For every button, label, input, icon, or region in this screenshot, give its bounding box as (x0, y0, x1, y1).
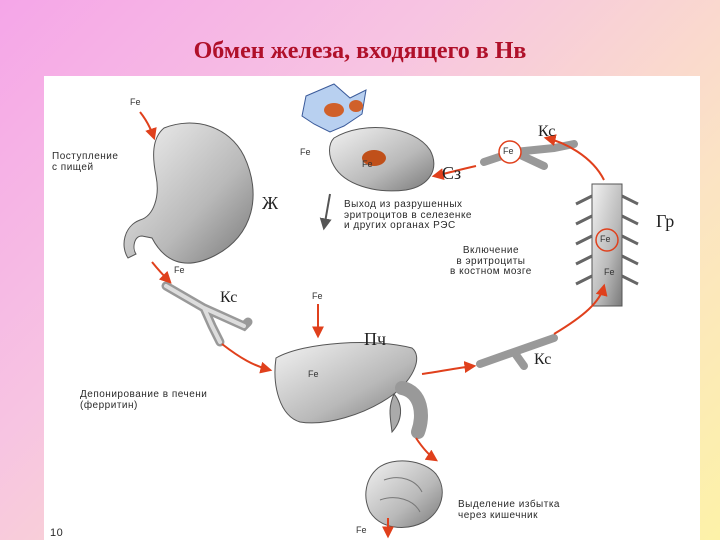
fe-label-spleen: Fe (362, 159, 373, 169)
spleen-label: Сз (442, 163, 462, 183)
fe-label-bone-2: Fe (604, 267, 615, 277)
liver-label: Пч (364, 329, 387, 349)
vessel-top (480, 140, 578, 170)
arrow-duct-intestine (415, 437, 438, 462)
iron-cycle-artwork (123, 83, 639, 539)
bone-shape (591, 183, 623, 307)
slide-title: Обмен железа, входящего в Нв (193, 38, 527, 64)
intestine-shape (365, 460, 443, 528)
intestine-tube (395, 381, 428, 439)
arrow-top-spleen (431, 165, 477, 180)
arrow-vessel-liver (221, 343, 273, 374)
diagram-panel: Fe Fe Fe Fe Fe Fe Fe Fe Fe Fe Кс Кс Кс Ж… (44, 76, 700, 540)
fe-label-liver-in: Fe (312, 291, 323, 301)
stomach-shape (123, 122, 254, 264)
corner-number: 10 (50, 527, 64, 539)
arrow-stomach-vessel (151, 261, 172, 284)
fe-label-bone: Fe (600, 234, 611, 244)
vessel-right (476, 334, 558, 370)
ks-label-top: Кс (538, 123, 556, 140)
fe-label-liver: Fe (308, 369, 319, 379)
fe-label-stomach-exit: Fe (174, 265, 185, 275)
fe-label-res: Fe (300, 147, 311, 157)
arrow-bone-top (543, 134, 605, 181)
release-text: Выход из разрушенных эритроцитов в селез… (344, 199, 472, 231)
bone-label: Гр (656, 211, 675, 231)
duct-shape (389, 393, 401, 434)
arrow-food (139, 111, 157, 141)
excretion-text: Выделение избытка через кишечник (458, 499, 560, 521)
deposit-text: Депонирование в печени (ферритин) (80, 389, 208, 411)
intake-text: Поступление с пищей (52, 151, 119, 173)
arrow-to-bone (553, 283, 608, 335)
arrow-spleen-down (319, 193, 332, 231)
ks-label-right: Кс (534, 351, 552, 368)
fe-label-food: Fe (130, 97, 141, 107)
fe-label-excretion: Fe (356, 525, 367, 535)
inclusion-text: Включение в эритроциты в костном мозге (450, 245, 532, 277)
fe-label-top-vessel: Fe (503, 146, 514, 156)
ks-label-left: Кс (220, 289, 238, 306)
stomach-label: Ж (262, 193, 279, 213)
arrow-liver-right (421, 361, 477, 375)
